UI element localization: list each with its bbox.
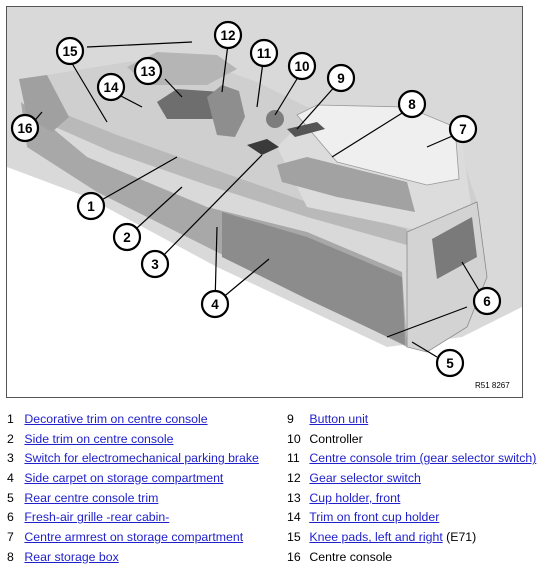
- legend-link-1[interactable]: Decorative trim on centre console: [24, 412, 208, 426]
- gear-selector-shape: [207, 85, 245, 137]
- legend-link-2[interactable]: Side trim on centre console: [24, 431, 174, 446]
- callout-8[interactable]: 8: [397, 89, 427, 119]
- svg-text:9: 9: [337, 71, 345, 86]
- legend-link-12[interactable]: Gear selector switch: [309, 471, 421, 486]
- legend-text-16: Centre console: [309, 549, 393, 564]
- side-carpet: [222, 212, 405, 345]
- legend-item-4: 4 Side carpet on storage compartment: [7, 471, 224, 486]
- legend-link-14[interactable]: Trim on front cup holder: [309, 510, 440, 525]
- svg-text:8: 8: [408, 97, 416, 112]
- callout-3[interactable]: 3: [140, 249, 170, 279]
- callout-7[interactable]: 7: [448, 114, 478, 144]
- legend-link-3[interactable]: Switch for electromechanical parking bra…: [24, 451, 259, 466]
- legend-column-left: 1 Decorative trim on centre console 2 Si…: [7, 410, 259, 568]
- parking-brake-switch-shape: [247, 139, 279, 155]
- legend-item-9: 9 Button unit: [287, 412, 369, 426]
- legend-link-7[interactable]: Centre armrest on storage compartment: [24, 530, 244, 545]
- centre-armrest: [296, 104, 460, 186]
- callout-5[interactable]: 5: [435, 348, 465, 378]
- parts-legend: 1 Decorative trim on centre console 2 Si…: [0, 410, 552, 570]
- legend-link-5[interactable]: Rear centre console trim: [24, 490, 159, 505]
- legend-link-15[interactable]: Knee pads, left and right: [309, 530, 443, 545]
- svg-text:16: 16: [17, 121, 33, 136]
- svg-text:5: 5: [446, 356, 454, 371]
- callout-1[interactable]: 1: [76, 191, 106, 221]
- svg-text:2: 2: [123, 230, 131, 245]
- svg-text:11: 11: [257, 46, 272, 61]
- legend-item-6: 6 Fresh-air grille -rear cabin-: [7, 510, 170, 525]
- legend-link-9[interactable]: Button unit: [309, 412, 369, 426]
- legend-item-13: 13 Cup holder, front: [287, 490, 401, 505]
- legend-item-11: 11 Centre console trim (gear selector sw…: [287, 451, 537, 466]
- legend-link-11[interactable]: Centre console trim (gear selector switc…: [309, 451, 537, 466]
- legend-item-15: 15 Knee pads, left and right (E71): [287, 530, 477, 545]
- legend-text-10: Controller: [309, 431, 363, 446]
- callout-6[interactable]: 6: [472, 286, 502, 316]
- legend-item-1: 1 Decorative trim on centre console: [7, 412, 208, 426]
- legend-link-4[interactable]: Side carpet on storage compartment: [24, 471, 224, 486]
- callout-2[interactable]: 2: [112, 222, 142, 252]
- legend-item-12: 12 Gear selector switch: [287, 471, 421, 486]
- svg-text:13: 13: [140, 64, 156, 79]
- callout-14[interactable]: 14: [96, 72, 126, 102]
- legend-column-right: 9 Button unit 10 Controller 11 Centre co…: [287, 410, 536, 568]
- legend-link-6[interactable]: Fresh-air grille -rear cabin-: [24, 510, 170, 525]
- callout-13[interactable]: 13: [133, 56, 163, 86]
- reference-code: R51 8267: [475, 381, 510, 390]
- console-diagram: 1 2 3 4 5 6 7 8 9 10 11: [6, 6, 523, 398]
- svg-text:1: 1: [87, 199, 95, 214]
- svg-text:7: 7: [459, 122, 467, 137]
- svg-text:14: 14: [103, 80, 119, 95]
- legend-link-8[interactable]: Rear storage box: [24, 549, 119, 564]
- legend-link-13[interactable]: Cup holder, front: [309, 490, 401, 505]
- controller-knob: [266, 110, 284, 128]
- legend-item-3: 3 Switch for electromechanical parking b…: [7, 451, 259, 466]
- storage-compartment: [277, 157, 415, 212]
- callout-16[interactable]: 16: [10, 113, 40, 143]
- console-illustration: 1 2 3 4 5 6 7 8 9 10 11: [7, 7, 522, 390]
- decorative-trim: [37, 107, 407, 245]
- callout-15[interactable]: 15: [55, 36, 85, 66]
- svg-text:12: 12: [220, 28, 235, 43]
- callout-10[interactable]: 10: [287, 51, 317, 81]
- legend-suffix-15: (E71): [442, 530, 477, 545]
- legend-item-2: 2 Side trim on centre console: [7, 431, 174, 446]
- button-unit-shape: [287, 122, 325, 137]
- legend-item-8: 8 Rear storage box: [7, 549, 119, 564]
- legend-item-5: 5 Rear centre console trim: [7, 490, 159, 505]
- callout-9[interactable]: 9: [326, 63, 356, 93]
- svg-text:15: 15: [62, 44, 78, 59]
- legend-item-10: 10 Controller: [287, 431, 363, 446]
- svg-text:10: 10: [294, 59, 309, 74]
- svg-text:3: 3: [151, 257, 159, 272]
- legend-item-7: 7 Centre armrest on storage compartment: [7, 530, 244, 545]
- legend-item-14: 14 Trim on front cup holder: [287, 510, 440, 525]
- legend-item-16: 16 Centre console: [287, 549, 393, 564]
- fresh-air-grille: [432, 217, 477, 279]
- svg-text:6: 6: [483, 294, 491, 309]
- svg-text:4: 4: [211, 297, 219, 312]
- callout-4[interactable]: 4: [200, 289, 230, 319]
- callout-12[interactable]: 12: [213, 20, 243, 50]
- callout-11[interactable]: 11: [249, 38, 279, 68]
